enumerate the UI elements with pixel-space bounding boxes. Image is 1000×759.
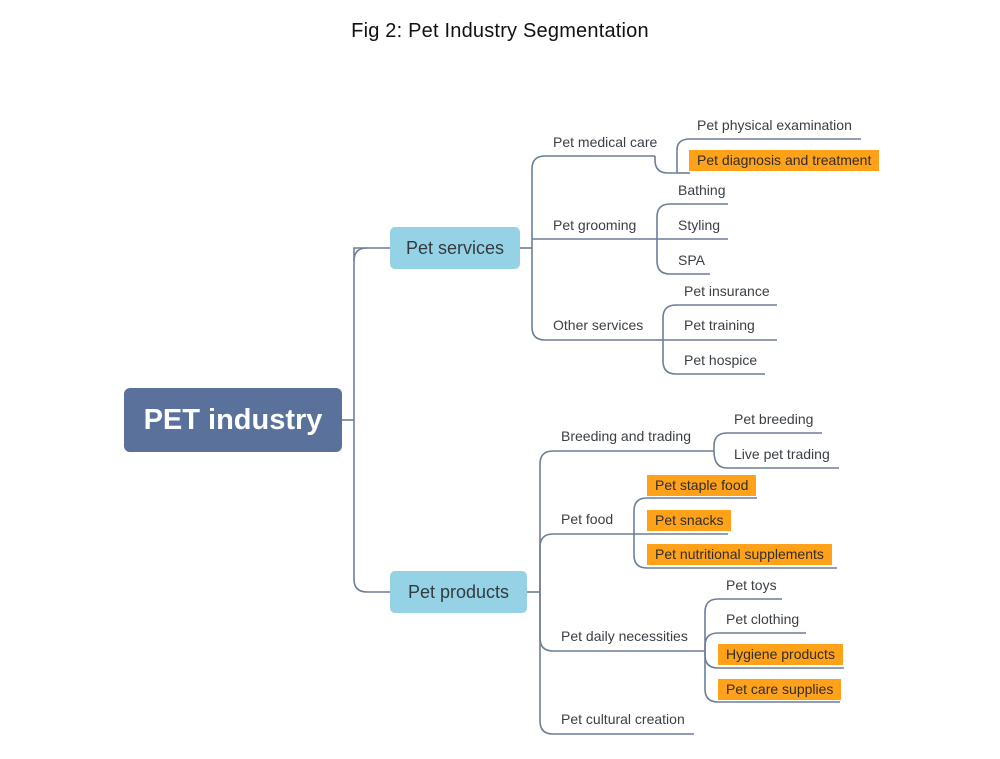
connector-line [539,450,714,592]
category-pet-daily-necessities: Pet daily necessities [561,628,688,644]
connector-line [704,651,840,703]
connector-line [656,239,710,275]
connector-line [633,497,757,534]
connector-line [676,138,861,173]
leaf-pet-toys: Pet toys [726,577,777,593]
connector-line [353,247,390,593]
leaf-spa: SPA [678,252,705,268]
leaf-pet-nutritional-supplements: Pet nutritional supplements [647,544,832,565]
category-breeding-and-trading: Breeding and trading [561,428,691,444]
connector-line [713,432,822,451]
leaf-pet-hospice: Pet hospice [684,352,758,368]
branch-pet-services: Pet services [390,227,520,269]
connector-line [704,632,806,651]
leaf-pet-diagnosis-and-treatment: Pet diagnosis and treatment [689,150,880,171]
branch-pet-products: Pet products [390,571,527,613]
connector-line [539,592,694,735]
connector-line [654,156,677,174]
leaf-live-pet-trading: Live pet trading [734,446,830,462]
connector-line [662,340,765,375]
leaf-pet-insurance: Pet insurance [684,283,770,299]
leaf-pet-physical-examination: Pet physical examination [697,117,852,133]
leaf-pet-snacks: Pet snacks [647,510,732,531]
leaf-pet-breeding: Pet breeding [734,411,814,427]
connector-line [656,203,728,239]
connector-line [353,247,390,262]
leaf-styling: Styling [678,217,721,233]
connector-line [531,155,655,248]
root-node: PET industry [124,388,342,452]
connector-line [713,450,839,469]
connector-line [633,534,837,569]
category-other-services: Other services [553,317,644,333]
category-pet-cultural-creation: Pet cultural creation [561,711,685,727]
leaf-pet-care-supplies: Pet care supplies [718,679,842,700]
connector-line [539,533,634,592]
connector-line [704,598,782,651]
leaf-bathing: Bathing [678,182,726,198]
leaf-hygiene-products: Hygiene products [718,644,843,665]
connector-line [531,248,655,341]
category-pet-food: Pet food [561,511,614,527]
category-pet-grooming: Pet grooming [553,217,637,233]
leaf-pet-staple-food: Pet staple food [647,475,757,496]
category-pet-medical-care: Pet medical care [553,134,658,150]
connector-line [662,304,777,340]
leaf-pet-training: Pet training [684,317,755,333]
leaf-pet-clothing: Pet clothing [726,611,800,627]
figure-title: Fig 2: Pet Industry Segmentation [351,20,649,42]
